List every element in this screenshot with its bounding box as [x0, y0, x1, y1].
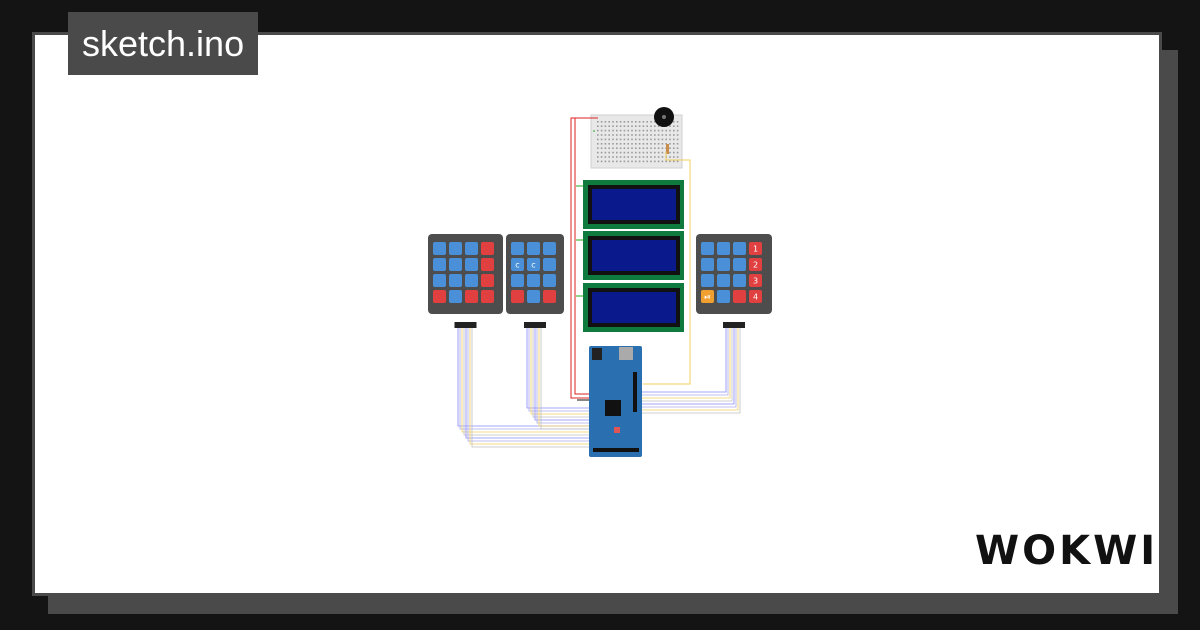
lcd-display — [583, 231, 684, 280]
keypad-key — [511, 290, 524, 303]
arduino-mega — [589, 346, 642, 457]
wokwi-logo: WOKWI — [975, 528, 1159, 574]
keypad-connector — [524, 322, 546, 328]
keypad-key — [481, 242, 494, 255]
keypad-key — [543, 242, 556, 255]
key-label: ⏯ — [704, 293, 710, 302]
keypad — [428, 234, 503, 328]
keypad-key — [527, 242, 540, 255]
keypad-key — [433, 242, 446, 255]
keypad-key — [701, 290, 714, 303]
keypad-key — [701, 258, 714, 271]
key-label: 2 — [753, 261, 758, 270]
keypad-key — [717, 258, 730, 271]
lcd-display — [583, 180, 684, 229]
keypad-key — [449, 274, 462, 287]
keypad: 1 2 3 ⏯ 4 — [696, 234, 772, 328]
keypad-key — [527, 274, 540, 287]
keypad-key — [465, 274, 478, 287]
key-label: 3 — [753, 277, 758, 286]
keypad-key — [511, 274, 524, 287]
keypad-connector — [454, 322, 477, 328]
keypad-key — [543, 258, 556, 271]
keypad-key — [433, 258, 446, 271]
keypad-key — [449, 290, 462, 303]
keypad-key — [717, 274, 730, 287]
keypad-key — [543, 290, 556, 303]
keypad-key — [481, 258, 494, 271]
keypad-key — [449, 258, 462, 271]
lcd-display — [583, 283, 684, 332]
keypad-key — [449, 242, 462, 255]
keypad-key — [543, 274, 556, 287]
key-label: c — [515, 261, 519, 270]
wire-bundle — [457, 328, 741, 448]
keypad-key — [749, 274, 762, 287]
keypad-key — [733, 290, 746, 303]
keypad-key — [701, 242, 714, 255]
keypad-key — [465, 242, 478, 255]
key-label: c — [531, 261, 535, 270]
keypad-key — [717, 290, 730, 303]
keypad-key — [733, 242, 746, 255]
key-label: 4 — [753, 293, 758, 302]
keypad-key — [511, 242, 524, 255]
keypad-key — [717, 242, 730, 255]
keypad-key — [433, 274, 446, 287]
keypad-key — [733, 274, 746, 287]
keypad-key — [749, 258, 762, 271]
keypad-key — [749, 242, 762, 255]
keypad-key — [481, 274, 494, 287]
keypad-key — [733, 258, 746, 271]
keypad-key — [701, 274, 714, 287]
keypad-key — [481, 290, 494, 303]
keypad-key — [433, 290, 446, 303]
keypad-connector — [723, 322, 745, 328]
buzzer — [654, 107, 674, 127]
keypad-key — [527, 290, 540, 303]
resistor — [666, 144, 669, 154]
keypad-key — [749, 290, 762, 303]
keypad-key — [465, 290, 478, 303]
sketch-title: sketch.ino — [68, 12, 259, 75]
keypad-key — [527, 258, 540, 271]
lcd-stack — [583, 180, 684, 332]
key-label: 1 — [753, 245, 758, 254]
keypad-key — [511, 258, 524, 271]
keypad-key — [465, 258, 478, 271]
